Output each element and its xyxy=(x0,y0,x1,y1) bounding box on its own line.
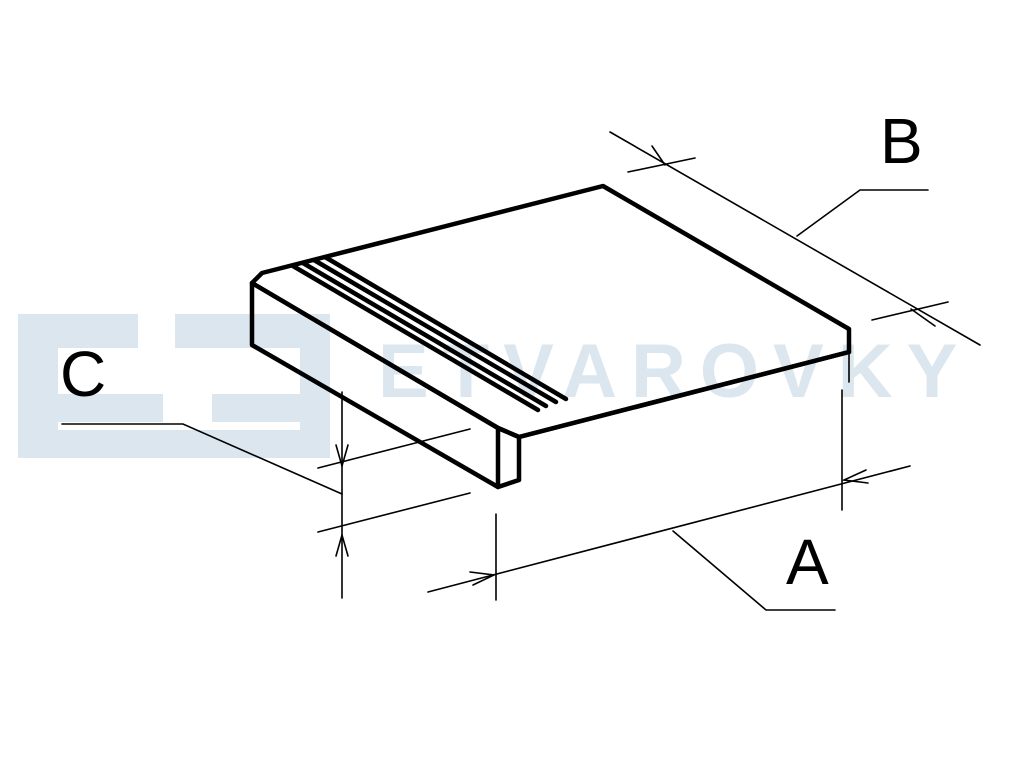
dimension-a xyxy=(427,389,911,611)
label-b: B xyxy=(880,105,923,177)
stair-tread xyxy=(249,183,852,490)
label-a: A xyxy=(786,526,829,598)
label-c: C xyxy=(60,338,106,410)
dimension-b xyxy=(609,131,981,346)
dimension-c xyxy=(61,391,471,599)
